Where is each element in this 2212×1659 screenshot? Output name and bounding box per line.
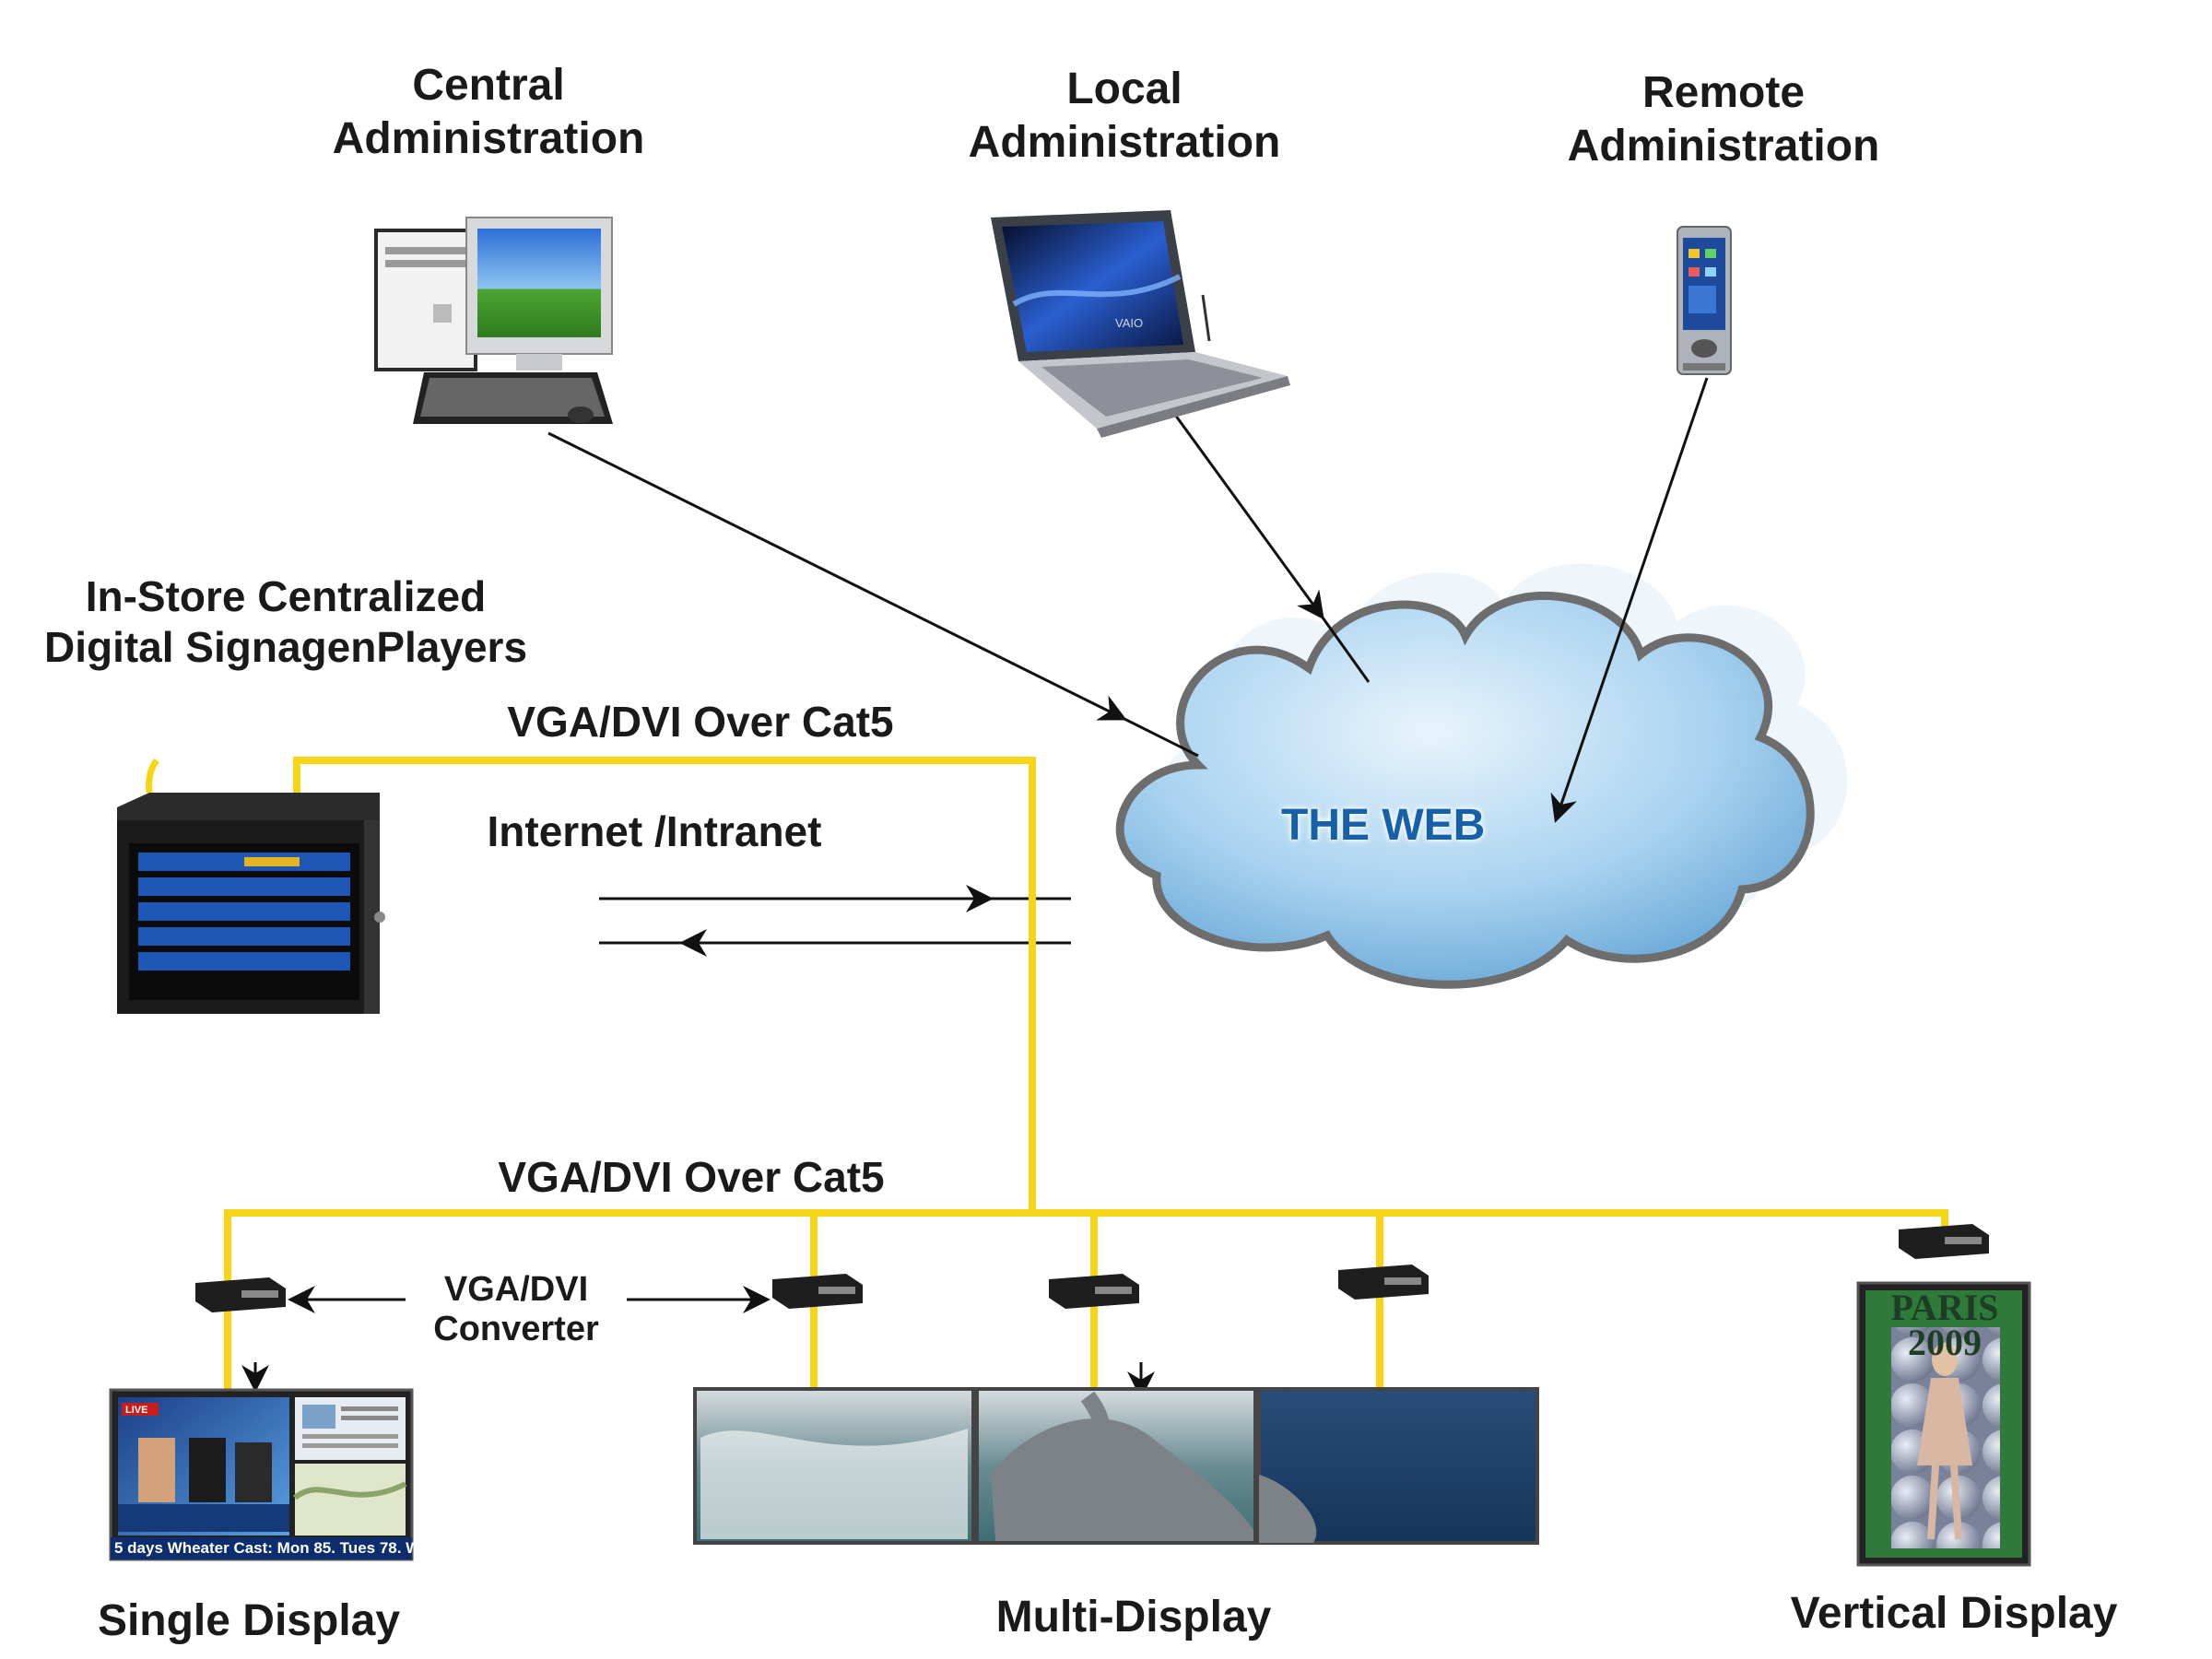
- in-store-players-label: In-Store Centralized Digital SignagenPla…: [0, 571, 571, 673]
- remote-admin-label-line1: Remote: [1641, 68, 1806, 117]
- vga-converter-box-icon: [1899, 1224, 1989, 1259]
- central-admin-label: Central Administration: [304, 59, 673, 165]
- vga-over-cat5-bottom-label: VGA/DVI Over Cat5: [498, 1153, 885, 1201]
- desktop-to-web-arrow: [547, 431, 1127, 721]
- in-store-players-label-line1: In-Store Centralized: [85, 572, 487, 620]
- single-display-label: Single Display: [97, 1596, 401, 1645]
- internet-intranet-label: Internet /Intranet: [487, 807, 822, 855]
- converter-label: VGA/DVI Converter: [406, 1270, 627, 1348]
- server-rack-icon: [117, 758, 385, 1014]
- player-unit-4: [138, 927, 350, 946]
- single-display-screen: LIVE: [109, 1388, 414, 1561]
- remote-admin-label-line2: Administration: [1567, 121, 1880, 171]
- single-display-ticker: 5 days Wheater Cast: Mon 85. Tues 78. We…: [114, 1539, 465, 1557]
- central-admin-label-line2: Administration: [332, 113, 645, 163]
- desktop-to-web-line-tail: [1124, 717, 1199, 758]
- vertical-display-label: Vertical Display: [1790, 1589, 2118, 1638]
- player-unit-2: [138, 877, 350, 896]
- vga-converter-box-icon: [195, 1277, 286, 1312]
- multi-display-label: Multi-Display: [995, 1593, 1272, 1641]
- vga-converter-box-icon: [1049, 1274, 1139, 1309]
- the-web-label: THE WEB: [1281, 801, 1486, 850]
- laptop-to-web-arrow: [1173, 414, 1324, 620]
- laptop-to-web-line-tail: [1321, 617, 1371, 683]
- poster-title-line2: 2009: [1908, 1322, 1982, 1363]
- player-unit-5: [138, 952, 350, 971]
- player-unit-3: [138, 902, 350, 921]
- poster-title-line1: PARIS: [1890, 1287, 1999, 1328]
- vga-converter-box-icon: [772, 1274, 863, 1309]
- vertical-display-poster-title: PARIS 2009: [1871, 1287, 2018, 1363]
- laptop-icon: VAIO: [991, 210, 1290, 438]
- pda-to-web-arrow: [1550, 377, 1709, 823]
- central-admin-label-line1: Central: [412, 61, 565, 110]
- live-badge: LIVE: [125, 1405, 147, 1416]
- vga-over-cat5-top-label: VGA/DVI Over Cat5: [507, 698, 894, 746]
- cloud-icon: [1115, 563, 1848, 989]
- local-admin-label-line2: Administration: [968, 117, 1281, 167]
- local-admin-label-line1: Local: [1066, 65, 1182, 113]
- vertical-display-screen: [1856, 1281, 2031, 1567]
- local-admin-label: Local Administration: [940, 63, 1309, 169]
- desktop-computer-icon: [374, 217, 613, 424]
- multi-display-wall: [693, 1387, 1539, 1545]
- vga-converter-box-icon: [1338, 1265, 1429, 1300]
- converter-label-line1: VGA/DVI: [406, 1270, 627, 1310]
- remote-admin-label: Remote Administration: [1539, 66, 1908, 172]
- converter-label-line2: Converter: [433, 1309, 599, 1348]
- in-store-players-label-line2: Digital SignagenPlayers: [43, 623, 528, 672]
- connection-arrows: [547, 377, 1709, 957]
- svg-text:VAIO: VAIO: [1115, 316, 1143, 330]
- pda-handheld-icon: [1677, 226, 1732, 375]
